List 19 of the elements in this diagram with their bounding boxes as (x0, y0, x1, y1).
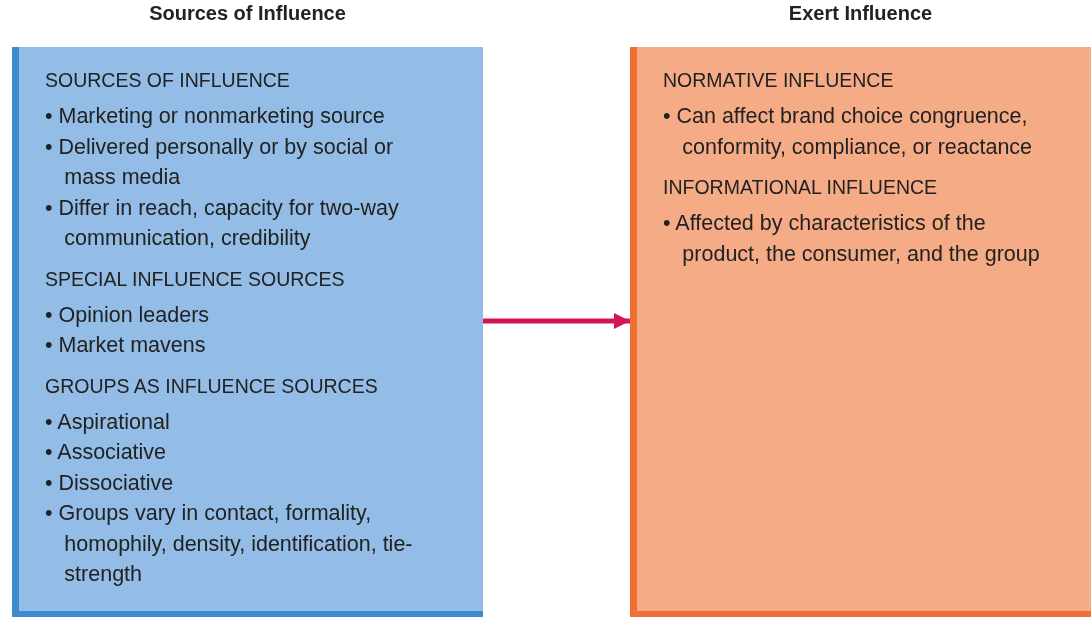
bullet-item: • Market mavens (45, 332, 207, 359)
panel-title: Sources of Influence (148, 2, 347, 25)
section-heading: SPECIAL INFLUENCE SOURCES (45, 266, 346, 292)
section-heading: INFORMATIONAL INFLUENCE (663, 175, 939, 200)
bullet-item: • Opinion leaders (45, 301, 211, 329)
bullet-item: • Dissociative (45, 469, 175, 497)
bullet-item: • Aspirational (45, 408, 171, 436)
bullet-item: • Associative (45, 439, 168, 466)
bullet-item: • Differ in reach, capacity for two-way communication, credibility (45, 194, 400, 252)
bullet-item: • Affected by characteristics of the product, the consumer, and the group (663, 210, 1041, 268)
bullet-item: • Delivered personally or by social or mass media (45, 133, 395, 191)
bullet-item: • Marketing or nonmarketing source (45, 103, 386, 130)
bullet-item: • Groups vary in contact, formality, homophily, density, identification, tie-strength (45, 500, 414, 588)
panel-title: Exert Influence (787, 2, 934, 25)
section-heading: NORMATIVE INFLUENCE (663, 68, 895, 93)
section-heading: GROUPS AS INFLUENCE SOURCES (45, 373, 379, 399)
arrow (483, 313, 630, 329)
bullet-item: • Can affect brand choice congruence, conformity, compliance, or reactance (663, 103, 1034, 161)
section-heading: SOURCES OF INFLUENCE (45, 68, 291, 93)
